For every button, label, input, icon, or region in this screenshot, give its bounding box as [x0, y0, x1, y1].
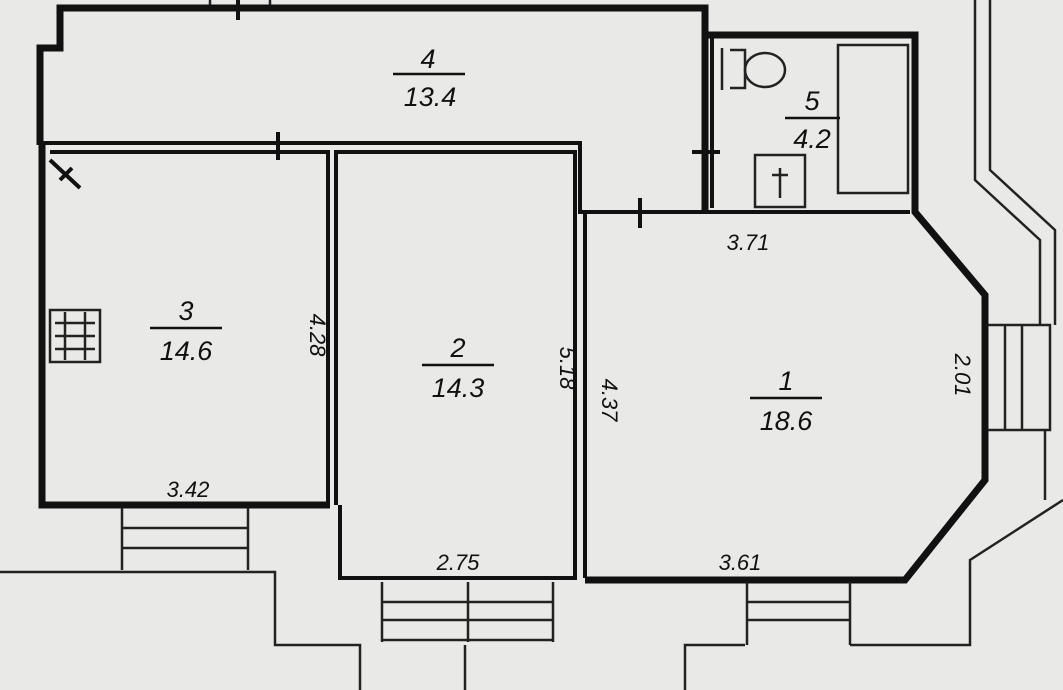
room-4-label: 4 13.4	[393, 44, 465, 112]
room-1-label: 1 18.6	[750, 366, 822, 436]
room-number: 5	[804, 86, 820, 116]
windows	[48, 308, 1052, 645]
dimension-room1-right: 2.01	[950, 353, 975, 397]
dimension-room3-right: 4.28	[305, 314, 330, 358]
dimension-room3-bottom: 3.42	[167, 477, 210, 502]
room-5-label: 5 4.2	[785, 86, 840, 154]
room-number: 2	[449, 333, 465, 363]
dimension-room1-left: 4.37	[597, 379, 622, 423]
room-area: 4.2	[793, 124, 831, 154]
room-3-label: 3 14.6	[150, 296, 222, 366]
dimension-room2-right: 5.18	[555, 347, 580, 391]
room-number: 3	[178, 296, 193, 326]
room-area: 14.6	[160, 336, 214, 366]
room-number: 1	[778, 366, 793, 396]
room-area: 14.3	[432, 373, 485, 403]
dimension-room1-bottom: 3.61	[719, 550, 762, 575]
door-marks	[48, 0, 720, 228]
walls	[36, 4, 989, 584]
room-area: 13.4	[404, 82, 457, 112]
dimension-room1-top: 3.71	[727, 230, 770, 255]
room-2-label: 2 14.3	[422, 333, 494, 403]
room-number: 4	[420, 44, 435, 74]
dimension-room2-bottom: 2.75	[436, 550, 481, 575]
room-area: 18.6	[760, 406, 814, 436]
